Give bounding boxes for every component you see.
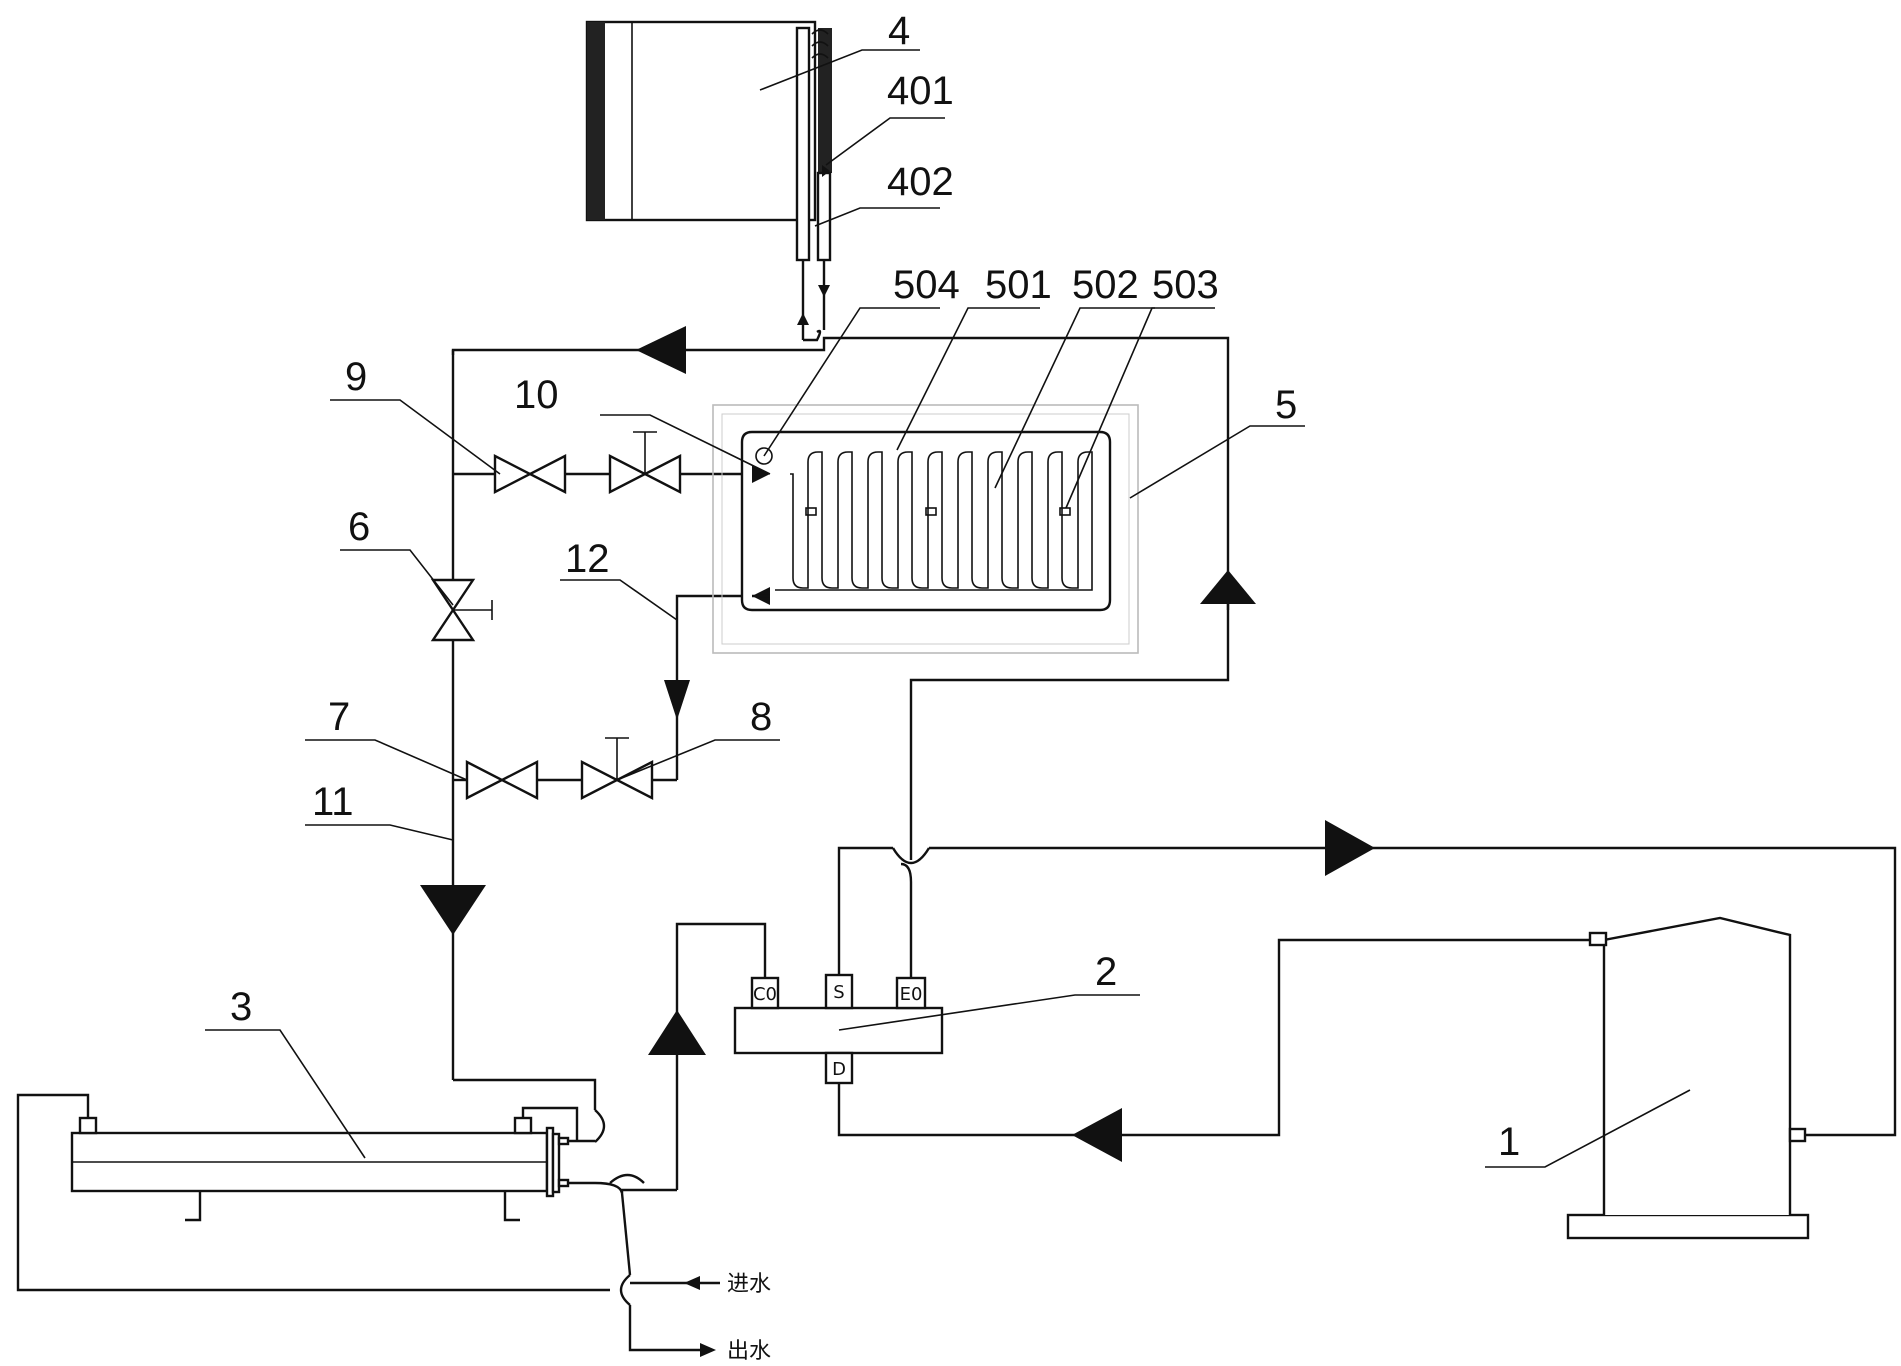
valve-6 bbox=[430, 578, 493, 642]
sensor-503-b bbox=[925, 507, 937, 516]
valve-7-b bbox=[499, 760, 539, 800]
label-8: 8 bbox=[750, 695, 772, 739]
label-2: 2 bbox=[1095, 950, 1117, 994]
port-c0 bbox=[750, 976, 780, 1010]
flow-arrow-right bbox=[1325, 820, 1375, 876]
flow-arrow-left-bottom bbox=[1072, 1108, 1122, 1162]
valve-10-a bbox=[608, 454, 648, 494]
water-outlet-label: 出水 bbox=[727, 1339, 771, 1364]
left-main-pipe bbox=[420, 350, 486, 1080]
water-heat-exchanger-3 bbox=[16, 1093, 610, 1292]
sensor-503-c bbox=[1059, 507, 1071, 516]
flow-arrow-down-12 bbox=[664, 680, 690, 720]
port-e0-label: E0 bbox=[900, 984, 923, 1005]
label-504: 504 bbox=[893, 263, 960, 307]
water-piping: 进水 出水 bbox=[453, 1078, 771, 1364]
valve-10-b bbox=[642, 454, 682, 494]
part-labels: 4 401 402 504 501 502 503 5 10 9 6 12 7 … bbox=[230, 9, 1520, 1164]
label-12: 12 bbox=[565, 537, 610, 581]
label-10: 10 bbox=[514, 373, 559, 417]
heat-exchanger-4 bbox=[585, 20, 832, 342]
label-9: 9 bbox=[345, 355, 367, 399]
flow-arrow-up bbox=[1200, 570, 1256, 604]
sensor-504 bbox=[755, 447, 773, 465]
valve-9-b bbox=[527, 454, 567, 494]
port-c0-label: C0 bbox=[753, 984, 777, 1005]
compressor-1 bbox=[1566, 916, 1810, 1240]
flow-arrow-down bbox=[420, 885, 486, 935]
label-401: 401 bbox=[887, 69, 954, 113]
port-d-label: D bbox=[832, 1059, 846, 1080]
label-502: 502 bbox=[1072, 263, 1139, 307]
valve-2-pipes bbox=[648, 604, 1897, 1190]
valve-7-a bbox=[465, 760, 505, 800]
label-7: 7 bbox=[328, 695, 350, 739]
port-e0 bbox=[895, 976, 927, 1010]
port-s-label: S bbox=[833, 982, 844, 1003]
label-4: 4 bbox=[888, 9, 910, 53]
label-3: 3 bbox=[230, 985, 252, 1029]
flow-arrow-left bbox=[636, 326, 686, 374]
flow-arrow-up-left bbox=[648, 1010, 706, 1055]
port-s bbox=[824, 973, 854, 1010]
four-way-valve-2: C0 S E0 D bbox=[733, 973, 944, 1085]
label-402: 402 bbox=[887, 160, 954, 204]
label-1: 1 bbox=[1498, 1120, 1520, 1164]
valve-8-a bbox=[580, 760, 620, 800]
sensor-503-a bbox=[805, 507, 817, 516]
water-inlet-label: 进水 bbox=[727, 1272, 771, 1297]
label-501: 501 bbox=[985, 263, 1052, 307]
valve-9-a bbox=[493, 454, 533, 494]
storage-unit-5 bbox=[712, 404, 1139, 654]
leader-lines bbox=[205, 49, 1691, 1168]
label-503: 503 bbox=[1152, 263, 1219, 307]
branch-7-8 bbox=[453, 594, 770, 800]
label-11: 11 bbox=[312, 780, 354, 824]
label-5: 5 bbox=[1275, 383, 1297, 427]
label-6: 6 bbox=[348, 505, 370, 549]
